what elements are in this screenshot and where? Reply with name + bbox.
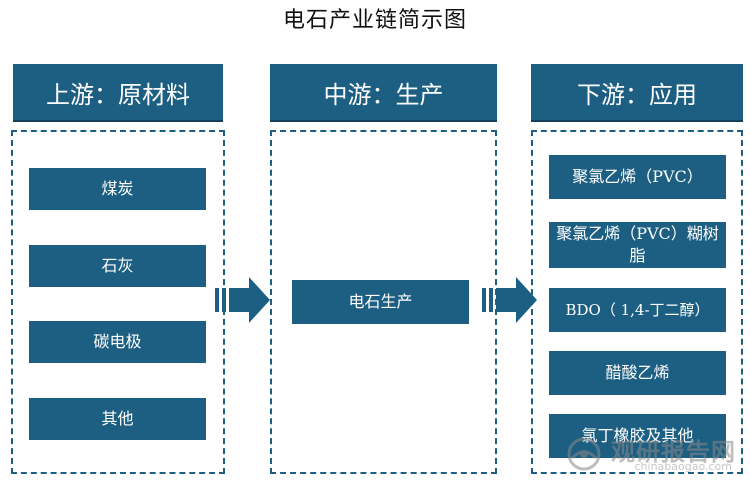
page-title: 电石产业链简示图 [282, 8, 467, 33]
watermark-logo: 观研报告网 chinabaogao.com [566, 432, 736, 476]
downstream-item-pvc: 聚氯乙烯（PVC） [549, 155, 726, 199]
downstream-item-vinyl-acetate: 醋酸乙烯 [549, 351, 726, 395]
upstream-header: 上游：原材料 [13, 64, 223, 120]
downstream-item-bdo: BDO（ 1,4-丁二醇） [549, 288, 726, 332]
downstream-item-chloroprene-other: 氯丁橡胶及其他 [549, 414, 726, 458]
watermark-text-en: chinabaogao.com [634, 460, 733, 473]
midstream-item-production: 电石生产 [292, 280, 469, 324]
upstream-item-carbon-electrode: 碳电极 [29, 321, 206, 363]
downstream-item-pvc-paste-resin: 聚氯乙烯（PVC）糊树脂 [549, 222, 726, 268]
flow-arrow-icon [215, 277, 270, 323]
watermark-text-cn: 观研报告网 [611, 438, 736, 466]
globe-logo-icon [567, 437, 601, 471]
midstream-header: 中游：生产 [270, 64, 497, 120]
upstream-item-lime: 石灰 [29, 245, 206, 287]
upstream-item-coal: 煤炭 [29, 168, 206, 210]
upstream-item-other: 其他 [29, 398, 206, 440]
downstream-header: 下游：应用 [531, 64, 743, 120]
downstream-box [531, 130, 743, 474]
flow-arrow-icon [482, 277, 537, 323]
